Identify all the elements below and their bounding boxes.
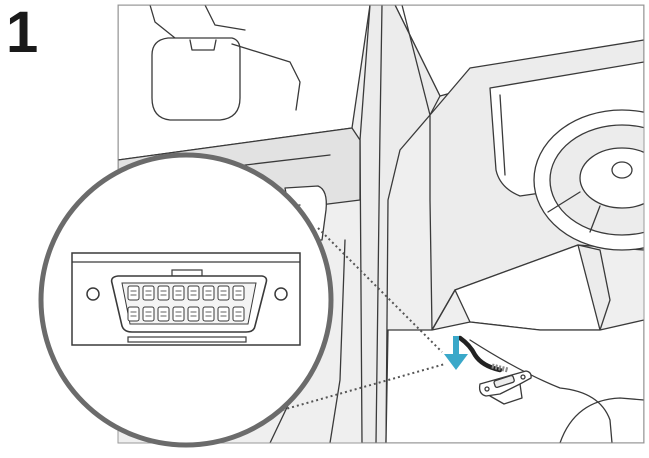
connector-pin <box>143 286 154 300</box>
connector-pin <box>203 307 214 321</box>
connector-pin <box>188 307 199 321</box>
connector-pin <box>188 286 199 300</box>
connector-pin <box>158 286 169 300</box>
connector-pin <box>128 286 139 300</box>
connector-pin <box>233 286 244 300</box>
connector-pin <box>203 286 214 300</box>
connector-pin <box>173 286 184 300</box>
connector-pin <box>233 307 244 321</box>
connector-pin <box>218 286 229 300</box>
connector-pin <box>173 307 184 321</box>
connector-pin <box>128 307 139 321</box>
step-number: 1 <box>6 2 38 64</box>
obd2-port-icon <box>72 253 300 345</box>
connector-pin <box>158 307 169 321</box>
connector-pin <box>143 307 154 321</box>
connector-pin <box>218 307 229 321</box>
magnifier-circle <box>41 155 331 445</box>
